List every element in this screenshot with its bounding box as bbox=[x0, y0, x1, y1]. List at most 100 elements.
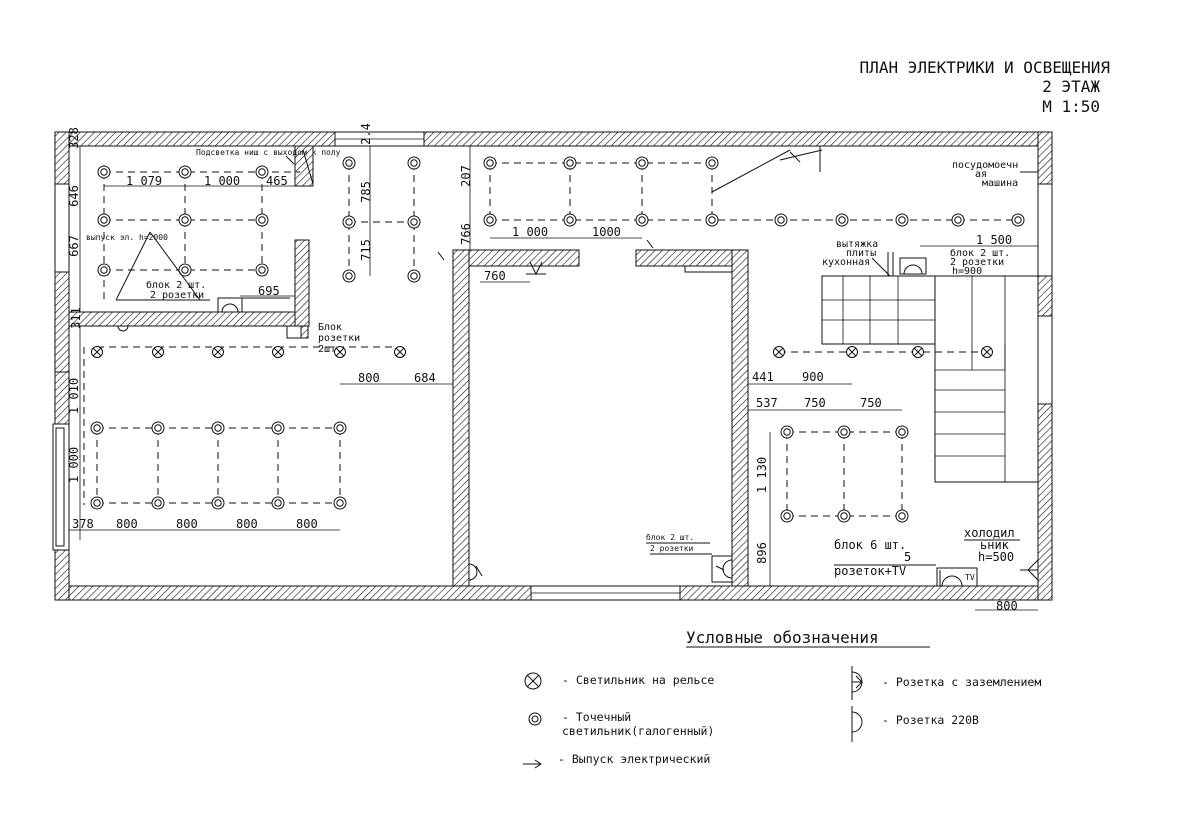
dim-900: 900 bbox=[802, 370, 824, 384]
spot-light bbox=[1011, 213, 1025, 227]
spot-light bbox=[255, 263, 269, 277]
note-blok6-1: блок 6 шт. bbox=[834, 538, 906, 552]
spot-light bbox=[483, 156, 497, 170]
note-blok6-2: 5 bbox=[904, 550, 911, 564]
spot-light bbox=[951, 213, 965, 227]
spot-light bbox=[90, 496, 104, 510]
spot-light bbox=[895, 213, 909, 227]
note-blok2-left-2: 2 розетки bbox=[150, 290, 204, 301]
spot-light bbox=[211, 496, 225, 510]
rail-lights bbox=[91, 346, 993, 358]
dim-715: 715 bbox=[359, 239, 373, 261]
wall-left-2 bbox=[54, 271, 70, 373]
dim-800d: 800 bbox=[236, 517, 258, 531]
rail-light bbox=[912, 346, 924, 358]
dim-1010: 1 010 bbox=[67, 378, 81, 414]
wall-top-right bbox=[423, 131, 1053, 147]
window-right-2 bbox=[1037, 315, 1053, 405]
dim-207: 207 bbox=[459, 165, 473, 187]
spot-light bbox=[895, 425, 909, 439]
dim-2-4: 2.4 bbox=[359, 123, 373, 145]
dim-1000b: 1 000 bbox=[512, 225, 548, 239]
spot-light bbox=[151, 421, 165, 435]
rail-light bbox=[91, 346, 103, 358]
spot-light bbox=[333, 421, 347, 435]
note-posudomoech-3: машина bbox=[982, 178, 1018, 189]
spot-light bbox=[837, 425, 851, 439]
plan-notes: Подсветка ниш с выходом к полу выпуск эл… bbox=[86, 148, 1020, 578]
note-vytyazhka-1: вытяжка bbox=[836, 239, 878, 250]
note-blok2-center-2: 2 розетки bbox=[650, 544, 694, 553]
note-blok6-3: розеток+TV bbox=[834, 564, 906, 578]
spot-light bbox=[90, 421, 104, 435]
spot-light bbox=[271, 496, 285, 510]
note-blok2-right-3: h=900 bbox=[952, 266, 982, 277]
spot-light bbox=[780, 509, 794, 523]
spot-light bbox=[178, 213, 192, 227]
spot-light bbox=[97, 263, 111, 277]
spot-light bbox=[333, 496, 347, 510]
legend-ground-label: - Розетка с заземлением bbox=[882, 675, 1041, 689]
spot-light bbox=[271, 421, 285, 435]
spot-light bbox=[705, 156, 719, 170]
note-holod-2: ьник bbox=[980, 538, 1010, 552]
dim-1000a: 1 000 bbox=[204, 174, 240, 188]
dim-800b: 800 bbox=[116, 517, 138, 531]
dim-1000d: 1 000 bbox=[67, 447, 81, 483]
tv-label: TV bbox=[965, 573, 975, 582]
note-blok2-right-2: 2 розетки bbox=[950, 257, 1004, 268]
walls bbox=[52, 131, 1053, 601]
spot-light bbox=[895, 509, 909, 523]
dim-1500: 1 500 bbox=[976, 233, 1012, 247]
rail-light bbox=[394, 346, 406, 358]
note-posudomoech-1: посудомоечн bbox=[952, 160, 1018, 171]
spot-light bbox=[635, 213, 649, 227]
dim-328: 328 bbox=[67, 127, 81, 149]
plan-title: ПЛАН ЭЛЕКТРИКИ И ОСВЕЩЕНИЯ 2 ЭТАЖ М 1:50 bbox=[860, 58, 1110, 116]
dim-1130: 1 130 bbox=[755, 457, 769, 493]
legend-spot-label-2: светильник(галогенный) bbox=[562, 724, 714, 738]
window-right-1 bbox=[1037, 183, 1053, 277]
wall-right-3 bbox=[1037, 403, 1053, 601]
spot-light bbox=[178, 165, 192, 179]
note-blok-rozetki-1: Блок bbox=[318, 322, 342, 333]
dim-1079: 1 079 bbox=[126, 174, 162, 188]
rail-light bbox=[981, 346, 993, 358]
spot-light bbox=[635, 156, 649, 170]
rail-light bbox=[152, 346, 164, 358]
wall-left-4 bbox=[54, 549, 70, 601]
note-blok2-right-1: блок 2 шт. bbox=[950, 247, 1010, 259]
spot-light bbox=[97, 213, 111, 227]
dim-695: 695 bbox=[258, 284, 280, 298]
legend-spot-label-1: - Точечный bbox=[562, 710, 631, 724]
dim-760: 760 bbox=[484, 269, 506, 283]
legend-item-outlet: - Выпуск электрический bbox=[523, 752, 710, 769]
wall-right-1 bbox=[1037, 131, 1053, 185]
dim-667: 667 bbox=[67, 235, 81, 257]
dim-800f: 800 bbox=[996, 599, 1018, 613]
legend-item-spot: - Точечный светильник(галогенный) bbox=[528, 710, 714, 738]
wall-bath-bottom bbox=[68, 311, 310, 327]
spot-light bbox=[407, 215, 421, 229]
spot-light bbox=[211, 421, 225, 435]
legend-item-socket: - Розетка 220В bbox=[851, 706, 979, 742]
dim-684: 684 bbox=[414, 371, 436, 385]
spot-light bbox=[151, 496, 165, 510]
dim-378: 378 bbox=[72, 517, 94, 531]
wall-top-left bbox=[54, 131, 336, 147]
title-line-3: М 1:50 bbox=[1042, 97, 1100, 116]
dimension-labels: 328 2.4 646 667 1 079 1 000 465 785 715 … bbox=[67, 123, 1018, 613]
sockets: TV bbox=[117, 151, 1039, 587]
rail-light bbox=[212, 346, 224, 358]
wall-central-top-right bbox=[635, 249, 749, 267]
leader-lines bbox=[115, 146, 1038, 586]
spot-light bbox=[255, 213, 269, 227]
spot-light bbox=[563, 213, 577, 227]
note-vytyazhka-2: плиты bbox=[846, 248, 876, 259]
dim-311: 311 bbox=[69, 307, 83, 329]
legend-title: Условные обозначения bbox=[686, 628, 879, 647]
spot-light bbox=[342, 269, 356, 283]
spot-light bbox=[407, 269, 421, 283]
dim-441: 441 bbox=[752, 370, 774, 384]
